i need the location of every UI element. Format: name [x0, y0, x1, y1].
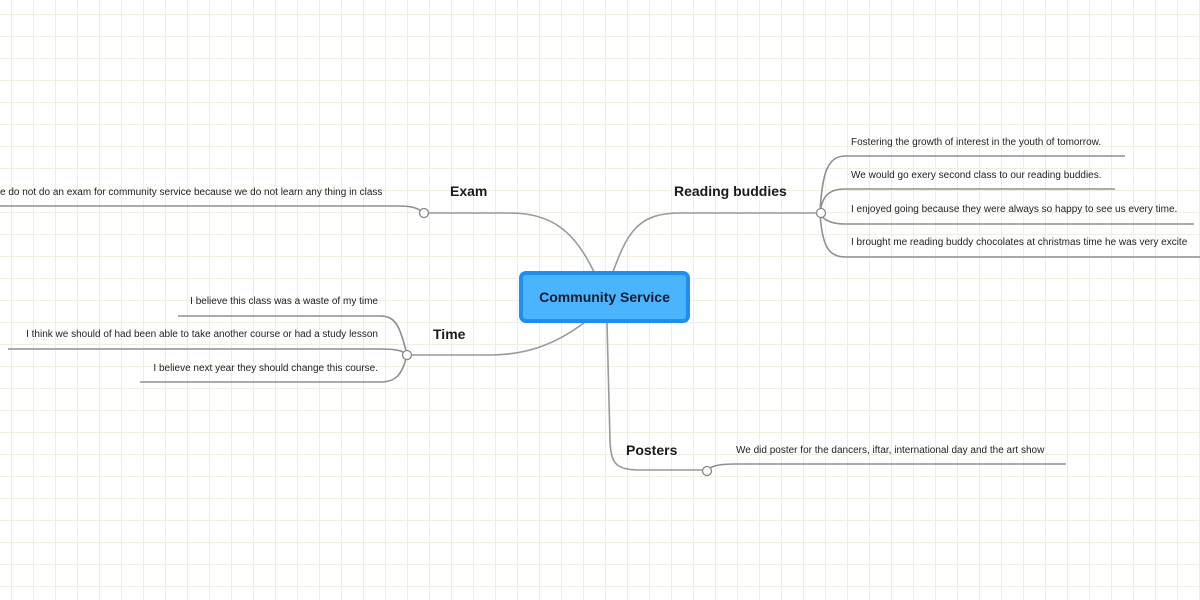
leaf-connector-time-1: [178, 315, 408, 356]
connector-time: [407, 321, 586, 356]
connector-posters: [606, 322, 707, 471]
leaf-connector-time-3: [140, 354, 408, 383]
central-topic[interactable]: Community Service: [519, 271, 690, 323]
leaf-reading-buddies-1[interactable]: Fostering the growth of interest in the …: [851, 137, 1102, 148]
leaf-reading-buddies-4[interactable]: I brought me reading buddy chocolates at…: [851, 237, 1188, 248]
leaf-connector-reading-4: [819, 212, 1200, 258]
leaf-connector-reading-1: [819, 155, 1125, 214]
leaf-time-2[interactable]: I think we should of had been able to ta…: [26, 329, 378, 340]
leaf-reading-buddies-3[interactable]: I enjoyed going because they were always…: [851, 204, 1178, 215]
branch-time[interactable]: Time: [433, 326, 466, 342]
collapse-node-time[interactable]: [401, 349, 413, 361]
connector-reading-buddies: [612, 212, 820, 273]
leaf-reading-buddies-2[interactable]: We would go exery second class to our re…: [851, 170, 1102, 181]
leaf-connector-exam-1: [0, 205, 425, 214]
leaf-time-1[interactable]: I believe this class was a waste of my t…: [190, 296, 378, 307]
collapse-node-reading-buddies[interactable]: [815, 207, 827, 219]
connector-exam: [424, 212, 595, 273]
leaf-connector-posters-1: [706, 463, 1066, 471]
collapse-node-exam[interactable]: [418, 207, 430, 219]
collapse-node-posters[interactable]: [701, 465, 713, 477]
leaf-exam-1[interactable]: e do not do an exam for community servic…: [0, 187, 383, 198]
leaf-posters-1[interactable]: We did poster for the dancers, iftar, in…: [736, 445, 1045, 456]
central-topic-label: Community Service: [539, 289, 670, 305]
branch-posters[interactable]: Posters: [626, 442, 678, 458]
branch-reading-buddies[interactable]: Reading buddies: [674, 183, 787, 199]
leaf-connector-time-2: [8, 348, 408, 356]
branch-exam[interactable]: Exam: [450, 183, 488, 199]
leaf-time-3[interactable]: I believe next year they should change t…: [153, 363, 378, 374]
